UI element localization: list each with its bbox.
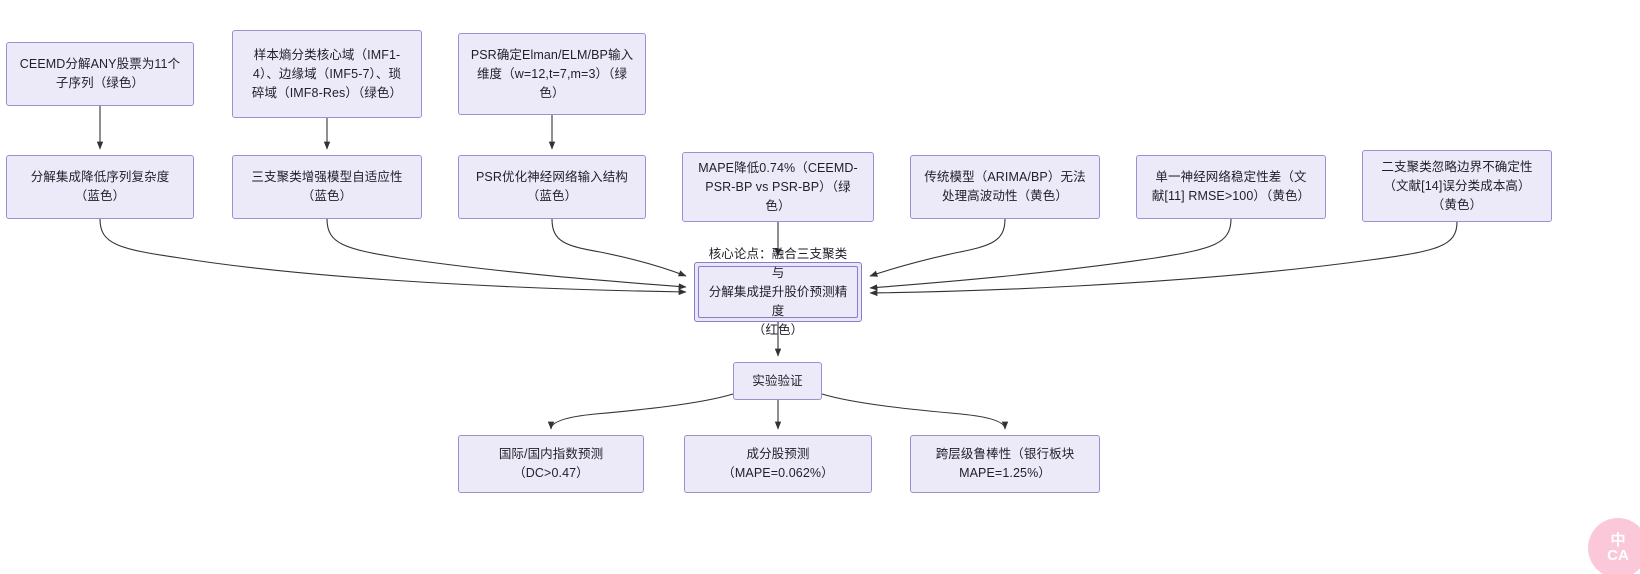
node-psr-input-dimension[interactable]: PSR确定Elman/ELM/BP输入 维度（w=12,t=7,m=3）（绿 色…: [458, 33, 646, 115]
node-three-way-clustering-adaptivity[interactable]: 三支聚类增强模型自适应性 （蓝色）: [232, 155, 422, 219]
node-label: CEEMD分解ANY股票为11个 子序列（绿色）: [19, 57, 181, 90]
node-label: 成分股预测 （MAPE=0.062%）: [722, 447, 834, 480]
node-traditional-model-limitation[interactable]: 传统模型（ARIMA/BP）无法 处理高波动性（黄色）: [910, 155, 1100, 219]
node-label: 三支聚类增强模型自适应性 （蓝色）: [251, 170, 403, 203]
node-ceemd-decomposition[interactable]: CEEMD分解ANY股票为11个 子序列（绿色）: [6, 42, 194, 106]
node-label: 跨层级鲁棒性（银行板块 MAPE=1.25%）: [935, 447, 1075, 480]
node-label: 二支聚类忽略边界不确定性 （文献[14]误分类成本高） （黄色）: [1381, 159, 1533, 212]
node-label: 实验验证: [752, 373, 803, 388]
node-label: MAPE降低0.74%（CEEMD- PSR-BP vs PSR-BP）（绿 色…: [698, 160, 858, 213]
node-result-constituent-stock-forecast[interactable]: 成分股预测 （MAPE=0.062%）: [684, 435, 872, 493]
edge-n5-core: [326, 218, 687, 290]
node-single-network-instability[interactable]: 单一神经网络稳定性差（文 献[11] RMSE>100）（黄色）: [1136, 155, 1326, 219]
node-result-index-forecast[interactable]: 国际/国内指数预测 （DC>0.47）: [458, 435, 644, 493]
edge-n8-core: [869, 218, 1006, 277]
node-label: 国际/国内指数预测 （DC>0.47）: [498, 447, 604, 480]
node-label: PSR优化神经网络输入结构 （蓝色）: [475, 170, 628, 203]
edge-n10-core: [869, 221, 1458, 297]
edge-n6-core: [551, 218, 687, 277]
node-label: 核心论点：融合三支聚类与 分解集成提升股价预测精度 （红色）: [708, 246, 848, 337]
node-label: 分解集成降低序列复杂度 （蓝色）: [30, 170, 170, 203]
node-label: 传统模型（ARIMA/BP）无法 处理高波动性（黄色）: [924, 170, 1086, 203]
core-thesis-inner-frame: 核心论点：融合三支聚类与 分解集成提升股价预测精度 （红色）: [698, 247, 858, 337]
edge-exp-r3: [821, 393, 1009, 430]
edge-exp-r1: [547, 393, 734, 430]
watermark-line-1: 中: [1610, 532, 1626, 549]
node-psr-optimizes-network-input[interactable]: PSR优化神经网络输入结构 （蓝色）: [458, 155, 646, 219]
edge-n9-core: [869, 218, 1232, 291]
node-result-cross-level-robustness[interactable]: 跨层级鲁棒性（银行板块 MAPE=1.25%）: [910, 435, 1100, 493]
watermark-line-2: CA: [1607, 547, 1629, 564]
node-sample-entropy-classification[interactable]: 样本熵分类核心域（IMF1- 4）、边缘域（IMF5-7）、琐 碎域（IMF8-…: [232, 30, 422, 118]
node-label: 样本熵分类核心域（IMF1- 4）、边缘域（IMF5-7）、琐 碎域（IMF8-…: [251, 47, 403, 100]
node-experiment-verification[interactable]: 实验验证: [733, 362, 822, 400]
node-label: 单一神经网络稳定性差（文 献[11] RMSE>100）（黄色）: [1151, 170, 1311, 203]
node-two-way-clustering-boundary[interactable]: 二支聚类忽略边界不确定性 （文献[14]误分类成本高） （黄色）: [1362, 150, 1552, 222]
node-mape-improvement-evidence[interactable]: MAPE降低0.74%（CEEMD- PSR-BP vs PSR-BP）（绿 色…: [682, 152, 874, 222]
watermark-logo: 中 CA: [1588, 518, 1640, 574]
node-core-thesis[interactable]: 核心论点：融合三支聚类与 分解集成提升股价预测精度 （红色）: [694, 247, 862, 337]
node-decomposition-reduces-complexity[interactable]: 分解集成降低序列复杂度 （蓝色）: [6, 155, 194, 219]
edge-n4-core: [99, 218, 687, 296]
node-label: PSR确定Elman/ELM/BP输入 维度（w=12,t=7,m=3）（绿 色…: [470, 47, 634, 100]
